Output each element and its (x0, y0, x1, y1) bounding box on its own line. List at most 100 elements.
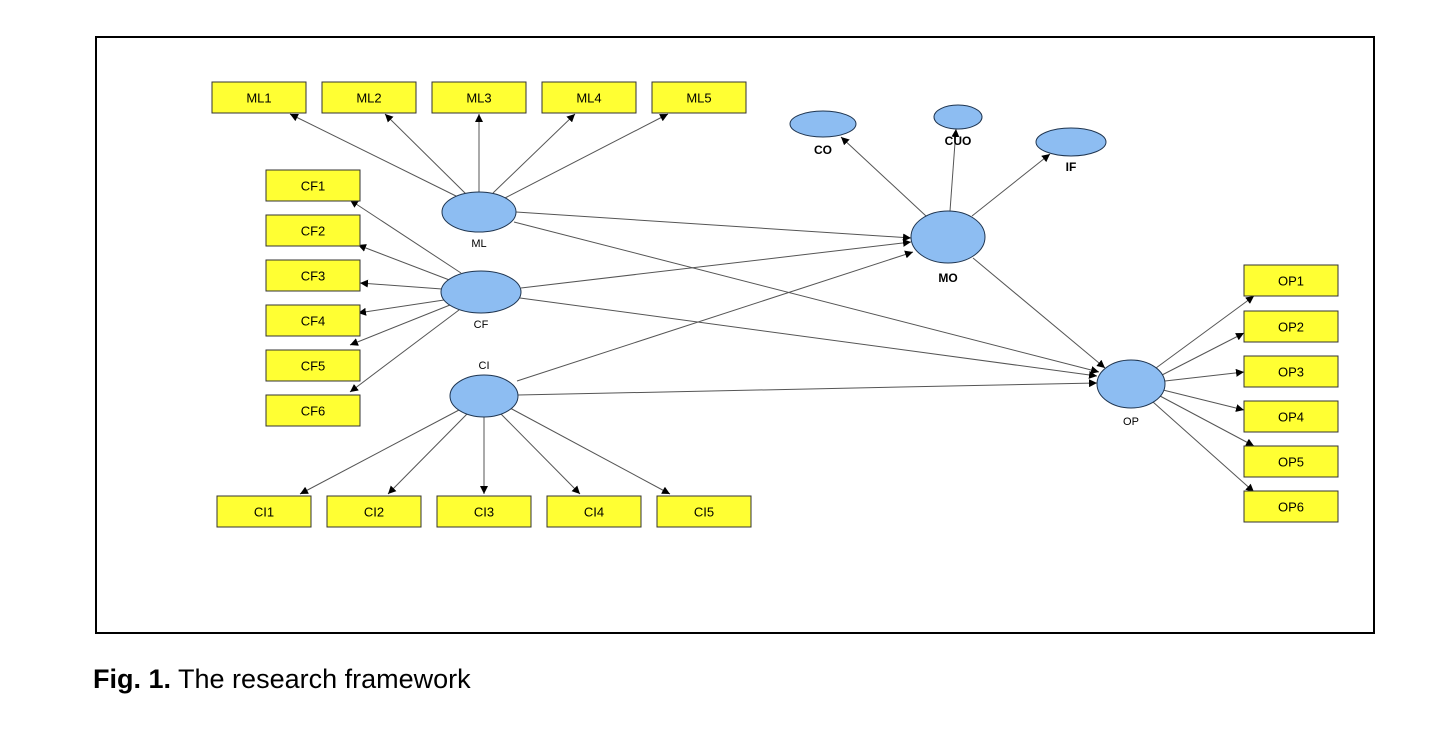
indicator-box (1243, 355, 1339, 388)
path-ml-to-op (513, 221, 1100, 374)
latent-ellipse (910, 210, 986, 264)
indicator-label: CI3 (474, 505, 494, 520)
indicator-op1: OP1 (1243, 264, 1339, 297)
arrow-op-op4 (1162, 389, 1245, 412)
latent-label: CO (814, 143, 832, 157)
indicator-cf1: CF1 (265, 169, 361, 202)
indicator-box (211, 81, 307, 114)
arrow-ci-ci4 (499, 412, 581, 495)
latent-ml: ML (441, 191, 517, 250)
indicator-label: ML2 (356, 91, 381, 106)
latent-label: IF (1066, 160, 1077, 174)
indicator-box (265, 214, 361, 247)
latent-op: OP (1096, 359, 1166, 428)
latent-label: ML (471, 238, 486, 250)
indicator-label: CI5 (694, 505, 714, 520)
path-mo-to-if (971, 153, 1051, 217)
latent-ellipse (1035, 127, 1107, 157)
indicator-op2: OP2 (1243, 310, 1339, 343)
indicator-op4: OP4 (1243, 400, 1339, 433)
indicator-op5: OP5 (1243, 445, 1339, 478)
indicator-box (216, 495, 312, 528)
indicator-cf3: CF3 (265, 259, 361, 292)
arrow-ci-ci1 (299, 409, 460, 495)
indicator-label: CF4 (301, 314, 326, 329)
indicator-label: ML5 (686, 91, 711, 106)
indicator-label: OP2 (1278, 320, 1304, 335)
path-ci-to-op (517, 379, 1098, 396)
arrow-ml-ml4 (492, 113, 576, 194)
indicator-box (651, 81, 747, 114)
indicator-label: ML4 (576, 91, 601, 106)
indicator-box (1243, 490, 1339, 523)
indicator-ci5: CI5 (656, 495, 752, 528)
indicator-label: CI2 (364, 505, 384, 520)
indicator-cf4: CF4 (265, 304, 361, 337)
latent-label: CUO (945, 134, 972, 148)
indicator-ci3: CI3 (436, 495, 532, 528)
arrow-cf-cf5 (349, 304, 451, 346)
path-mo-to-cuo (949, 128, 960, 212)
path-cf-to-op (519, 297, 1098, 379)
arrow-ml-ml5 (504, 113, 669, 199)
arrow-op-op3 (1164, 368, 1245, 382)
indicator-label: OP5 (1278, 455, 1304, 470)
indicator-box (431, 81, 527, 114)
indicator-box (265, 304, 361, 337)
indicator-op3: OP3 (1243, 355, 1339, 388)
figure-caption-label: Fig. 1. (93, 664, 172, 694)
latent-ellipse (933, 104, 983, 130)
indicator-label: ML3 (466, 91, 491, 106)
latent-co: CO (789, 110, 857, 157)
latent-label: CI (479, 360, 490, 372)
latent-ellipse (441, 191, 517, 233)
indicator-ci2: CI2 (326, 495, 422, 528)
latent-ellipse (449, 374, 519, 418)
indicator-label: CF3 (301, 269, 326, 284)
figure-caption-text: The research framework (171, 664, 471, 694)
indicator-box (436, 495, 532, 528)
indicator-label: CI1 (254, 505, 274, 520)
arrow-cf-cf2 (357, 244, 453, 282)
latent-label: OP (1123, 416, 1139, 428)
indicator-label: OP3 (1278, 365, 1304, 380)
arrow-ci-ci2 (387, 412, 469, 495)
path-mo-to-co (840, 136, 927, 217)
indicator-ci4: CI4 (546, 495, 642, 528)
latent-ellipse (440, 270, 522, 314)
indicator-cf2: CF2 (265, 214, 361, 247)
indicator-label: CI4 (584, 505, 604, 520)
latent-ci: CI (449, 360, 519, 418)
latent-cuo: CUO (933, 104, 983, 148)
indicator-label: CF1 (301, 179, 326, 194)
indicator-label: CF6 (301, 404, 326, 419)
path-ci-to-mo (516, 250, 914, 382)
indicator-box (265, 169, 361, 202)
latent-cf: CF (440, 270, 522, 331)
arrow-cf-cf1 (349, 199, 462, 274)
arrow-cf-cf3 (359, 279, 443, 290)
indicator-label: ML1 (246, 91, 271, 106)
path-cf-to-mo (520, 238, 912, 289)
indicator-box (1243, 264, 1339, 297)
indicator-box (541, 81, 637, 114)
latent-ellipse (1096, 359, 1166, 409)
indicator-box (1243, 310, 1339, 343)
indicator-box (265, 394, 361, 427)
indicator-ci1: CI1 (216, 495, 312, 528)
arrow-ci-ci5 (509, 407, 671, 495)
edges-layer (289, 113, 1255, 495)
latent-label: CF (474, 319, 489, 331)
arrow-ml-ml2 (384, 113, 467, 195)
path-mo-to-op (972, 257, 1106, 369)
indicator-box (656, 495, 752, 528)
indicator-ml2: ML2 (321, 81, 417, 114)
indicator-ml3: ML3 (431, 81, 527, 114)
indicator-label: CF5 (301, 359, 326, 374)
path-ml-to-mo (515, 211, 912, 242)
indicator-label: CF2 (301, 224, 326, 239)
arrow-op-op1 (1155, 295, 1255, 369)
arrow-op-op6 (1152, 401, 1255, 493)
indicator-op6: OP6 (1243, 490, 1339, 523)
